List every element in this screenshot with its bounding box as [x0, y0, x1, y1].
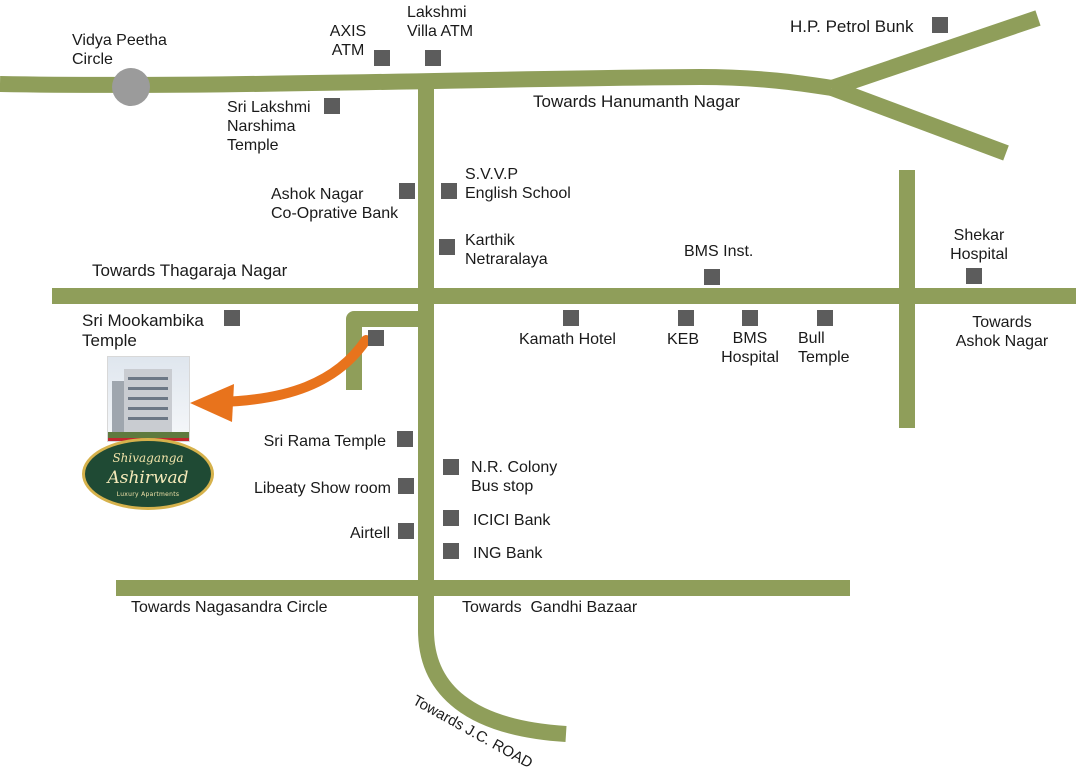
libeaty-show-room-marker — [398, 478, 414, 494]
label-icici-bank: ICICI Bank — [473, 512, 551, 529]
label-lakshmi-villa-atm: Lakshmi Villa ATM — [407, 4, 474, 40]
label-nr-colony-bus-stop: N.R. Colony Bus stop — [471, 459, 558, 495]
label-towards-thagaraja-nagar: Towards Thagaraja Nagar — [92, 261, 288, 280]
label-sri-rama-temple: Sri Rama Temple — [263, 433, 386, 450]
hp-petrol-bunk-marker — [932, 17, 948, 33]
label-towards-nagasandra-circle: Towards Nagasandra Circle — [131, 599, 328, 616]
logo-line-3: Luxury Apartments — [116, 491, 180, 498]
icici-bank-marker — [443, 510, 459, 526]
nr-colony-bus-stop-marker — [443, 459, 459, 475]
axis-atm-marker — [374, 50, 390, 66]
ing-bank-marker — [443, 543, 459, 559]
lakshmi-villa-atm-marker — [425, 50, 441, 66]
label-karthik-netraralaya: Karthik Netraralaya — [465, 232, 548, 268]
building-image — [107, 356, 190, 442]
road-fork-upper — [829, 10, 1041, 96]
bms-hospital-marker — [742, 310, 758, 326]
label-airtell: Airtell — [349, 525, 390, 542]
label-towards-ashok-nagar: Towards Ashok Nagar — [955, 314, 1049, 350]
karthik-netraralaya-marker — [439, 239, 455, 255]
road-main-vertical — [418, 84, 567, 742]
shivaganga-ashirwad-logo: Shivaganga Ashirwad Luxury Apartments — [82, 438, 214, 510]
label-kamath-hotel: Kamath Hotel — [519, 331, 616, 348]
road-hanumanth-nagar — [0, 69, 834, 96]
airtell-marker — [398, 523, 414, 539]
shekar-hospital-marker — [966, 268, 982, 284]
bms-inst-marker — [704, 269, 720, 285]
label-sri-lakshmi-narshima-temple: Sri Lakshmi Narshima Temple — [227, 99, 311, 154]
label-svvp-school: S.V.V.P English School — [465, 166, 571, 202]
sri-lakshmi-narshima-temple-marker — [324, 98, 340, 114]
keb-marker — [678, 310, 694, 326]
site-location-marker — [368, 330, 384, 346]
sri-rama-temple-marker — [397, 431, 413, 447]
logo-line-2: Ashirwad — [107, 468, 189, 488]
label-axis-atm: AXIS ATM — [329, 23, 367, 59]
label-shekar-hospital: Shekar Hospital — [950, 227, 1008, 263]
vidya-peetha-circle-marker — [112, 68, 150, 106]
logo-line-1: Shivaganga — [112, 451, 184, 465]
location-arrow — [215, 335, 371, 407]
svvp-school-marker — [441, 183, 457, 199]
label-sri-mookambika-temple: Sri Mookambika Temple — [82, 311, 204, 350]
label-bms-hospital: BMS Hospital — [721, 330, 779, 366]
road-site-lane — [346, 311, 418, 390]
label-towards-hanumanth-nagar: Towards Hanumanth Nagar — [533, 92, 740, 111]
label-ashok-nagar-bank: Ashok Nagar Co-Oprative Bank — [271, 186, 399, 222]
kamath-hotel-marker — [563, 310, 579, 326]
bull-temple-marker — [817, 310, 833, 326]
label-vidya-peetha-circle: Vidya Peetha Circle — [72, 32, 167, 68]
label-keb: KEB — [667, 331, 700, 348]
road-fork-lower — [829, 80, 1009, 161]
label-ing-bank: ING Bank — [473, 545, 543, 562]
label-towards-gandhi-bazaar: Towards Gandhi Bazaar — [462, 599, 638, 616]
label-hp-petrol-bunk: H.P. Petrol Bunk — [790, 17, 914, 36]
arrow-head — [190, 384, 234, 422]
ashok-nagar-bank-marker — [399, 183, 415, 199]
label-bull-temple: Bull Temple — [798, 330, 850, 366]
label-bms-inst: BMS Inst. — [684, 243, 754, 260]
label-libeaty-show-room: Libeaty Show room — [254, 480, 391, 497]
sri-mookambika-temple-marker — [224, 310, 240, 326]
